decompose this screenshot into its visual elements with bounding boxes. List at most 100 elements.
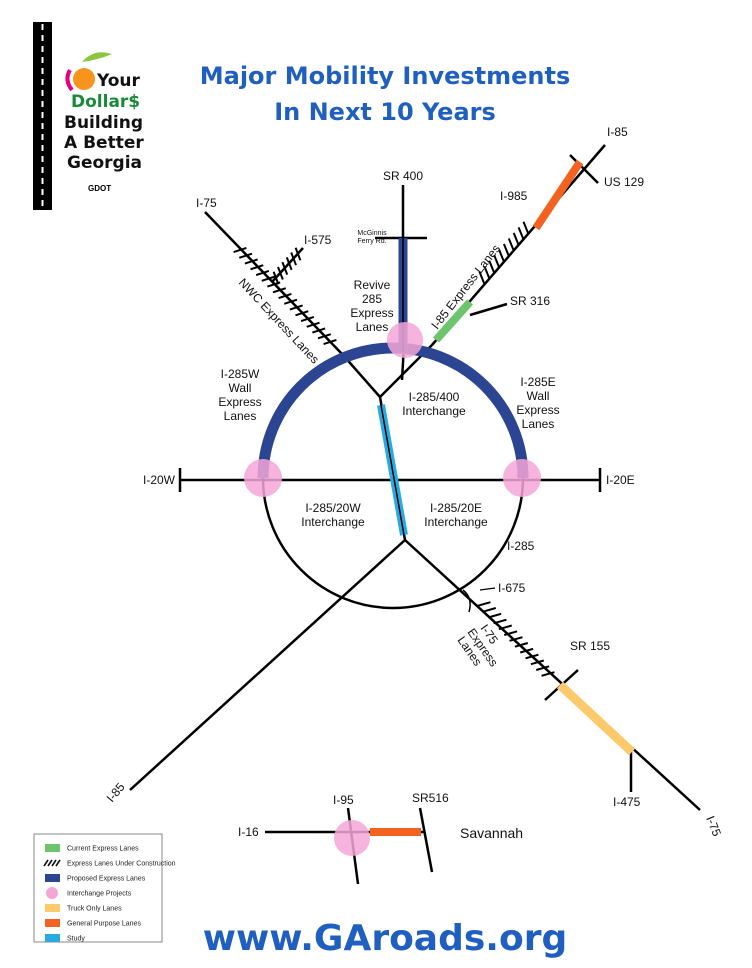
hatch-mark [498,249,506,263]
legend-swatch [45,844,60,852]
hatch-mark [541,671,555,677]
svg-text:I-285W: I-285W [221,367,260,381]
hatch-mark [483,265,491,280]
svg-text:Your: Your [96,71,141,91]
hatch-mark [294,247,302,261]
svg-text:Lanes: Lanes [356,320,389,334]
hatch-mark [530,659,545,666]
hatch-mark [478,271,486,285]
svg-text:I-85: I-85 [104,780,128,805]
svg-text:I-285E: I-285E [520,375,555,389]
hatch-mark [507,238,515,252]
legend-swatch [45,934,60,942]
svg-text:I-985: I-985 [500,189,528,203]
hatch-mark [289,304,303,311]
svg-text:I-285/20W: I-285/20W [305,501,361,515]
hatch-mark [233,246,247,254]
hatch-mark [514,642,529,648]
legend-label: Proposed Express Lanes [67,876,146,883]
hatch-mark [255,269,270,277]
svg-text:Lanes: Lanes [224,409,257,423]
hatch-mark [290,252,297,266]
svg-text:Dollar$: Dollar$ [71,92,140,112]
peach-icon [73,68,95,90]
hatch-mark [278,292,292,300]
svg-text:I-75: I-75 [703,814,724,839]
svg-text:I-75: I-75 [196,196,217,210]
svg-text:Express: Express [218,395,261,409]
hatch-mark [281,261,289,276]
hatch-mark [503,630,518,636]
svg-text:GDOT: GDOT [88,184,111,193]
hatch-mark [477,601,491,607]
hatch-mark [261,275,275,282]
construction-hatches [233,221,555,677]
svg-text:Georgia: Georgia [67,153,142,173]
legend-swatch [45,919,60,927]
svg-text:SR 400: SR 400 [383,169,423,183]
hatch-mark [312,327,326,334]
hatch-mark [488,260,496,274]
svg-text:A Better: A Better [64,133,144,153]
svg-text:I-95: I-95 [333,793,354,807]
svg-text:SR516: SR516 [412,791,449,805]
svg-text:Express: Express [516,403,559,417]
svg-text:Lanes: Lanes [522,417,555,431]
hatch-mark [493,618,507,625]
hatch-mark [517,226,525,241]
svg-text:I-16: I-16 [238,825,259,839]
hatch-mark [283,298,298,305]
legend-label: Current Express Lanes [67,846,139,853]
svg-text:Wall: Wall [527,389,550,403]
hatch-mark [519,647,534,654]
hatch-mark [238,252,253,259]
hatch-mark [498,624,513,631]
website-link[interactable]: www.GAroads.org [203,918,567,959]
hatch-mark [493,254,501,268]
truck-only-lanes [556,681,636,756]
svg-text:Interchange: Interchange [301,515,365,529]
roads [129,144,701,885]
hatch-mark [525,653,539,660]
hatch-mark [509,636,523,642]
general-purpose-lanes-i85 [532,159,584,231]
svg-text:US 129: US 129 [604,175,644,189]
logo: Your Dollar$ Building A Better Georgia G… [33,22,144,210]
hatch-mark [250,264,264,271]
hatch-mark [277,266,284,280]
hatch-mark [295,310,309,317]
hatch-mark [512,232,520,246]
svg-text:McGinnis: McGinnis [357,230,387,237]
svg-text:Interchange: Interchange [424,515,488,529]
svg-text:I-20W: I-20W [143,473,176,487]
svg-text:I-285/20E: I-285/20E [430,501,482,515]
hatch-mark [482,607,497,613]
svg-text:SR 316: SR 316 [510,294,550,308]
hatch-mark [285,256,293,271]
current-express-lanes [433,299,473,343]
legend-label: Express Lanes Under Construction [67,861,176,868]
svg-text:Wall: Wall [229,381,252,395]
hatch-mark [272,287,287,294]
svg-text:I-285: I-285 [507,539,535,553]
svg-text:Savannah: Savannah [460,825,523,841]
legend-label: General Purpose Lanes [67,921,141,928]
hatch-mark [522,221,530,235]
hatch-mark [244,258,258,265]
legend-swatch [45,874,60,882]
svg-text:SR 155: SR 155 [570,639,610,653]
svg-text:Revive: Revive [354,278,391,292]
legend-swatch [46,887,58,899]
hatch-mark [535,665,550,671]
title-line-2: In Next 10 Years [274,98,496,126]
legend-label: Interchange Projects [67,891,132,898]
legend-swatch [43,859,61,867]
hatch-mark [272,271,280,285]
svg-text:Building: Building [64,113,143,133]
interchange-projects [244,322,541,856]
svg-text:I-675: I-675 [498,581,526,595]
hatch-mark [487,612,502,619]
